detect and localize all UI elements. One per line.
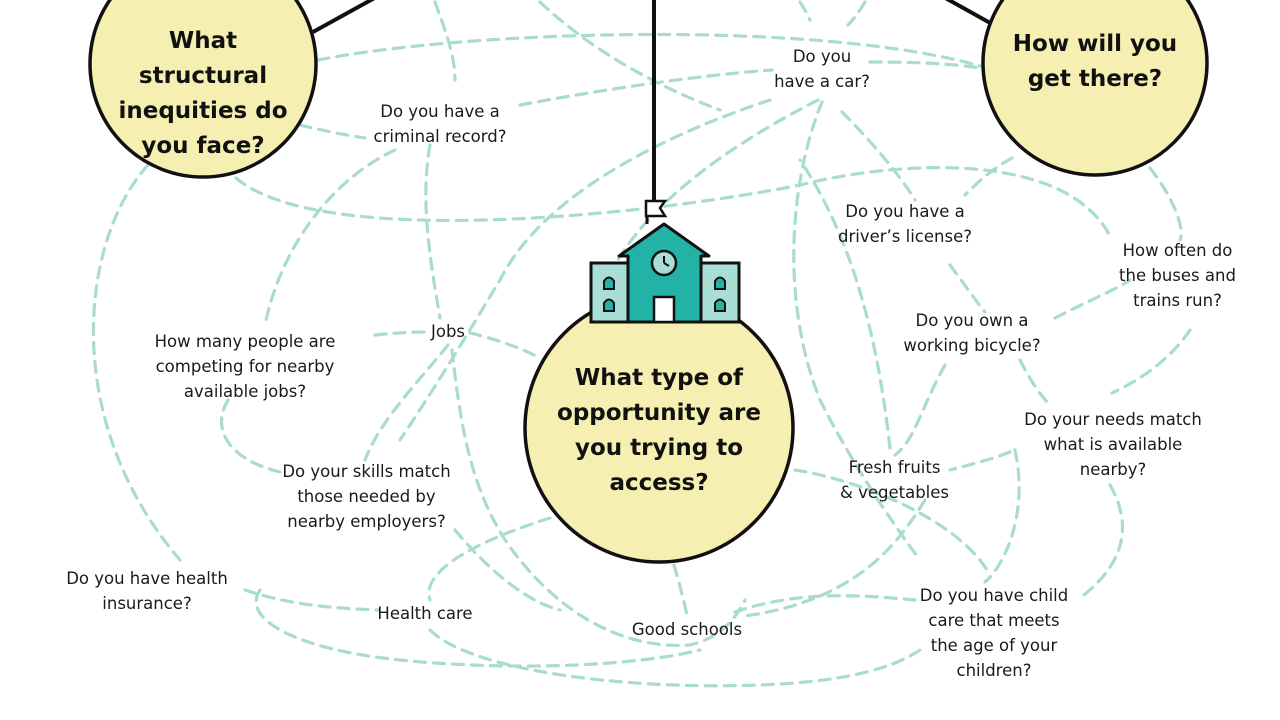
node-skills-match: Do your skills match those needed by nea… xyxy=(282,462,451,531)
hub-travel-circle xyxy=(981,0,1209,177)
hub-travel-title: How will you get there? xyxy=(1012,31,1178,92)
node-jobs: Jobs xyxy=(430,322,466,341)
hub-structural-circle xyxy=(88,0,318,179)
node-bicycle: Do you own a working bicycle? xyxy=(903,311,1041,355)
node-good-schools: Good schools xyxy=(631,620,743,639)
node-needs-match: Do your needs match what is available ne… xyxy=(1024,410,1202,479)
link-structural xyxy=(312,0,376,34)
hub-opportunity-title: What type of opportunity are you trying … xyxy=(557,365,761,496)
school-building-icon xyxy=(589,199,741,324)
node-criminal-record: Do you have a criminal record? xyxy=(373,102,507,146)
node-health-insurance: Do you have health insurance? xyxy=(66,569,228,613)
hub-structural-title: What structural inequities do you face? xyxy=(118,28,288,159)
node-bus-frequency: How often do the buses and trains run? xyxy=(1119,241,1236,310)
node-health-care: Health care xyxy=(377,604,473,623)
node-fresh-fruits: Fresh fruits & vegetables xyxy=(839,458,950,502)
dashed-connectors xyxy=(91,0,1192,688)
node-drivers-license: Do you have a driver’s license? xyxy=(838,202,972,246)
link-travel xyxy=(944,0,993,26)
node-car: Do you have a car? xyxy=(774,47,870,91)
node-competing-jobs: How many people are competing for nearby… xyxy=(154,332,336,401)
node-child-care: Do you have child care that meets the ag… xyxy=(919,586,1069,680)
